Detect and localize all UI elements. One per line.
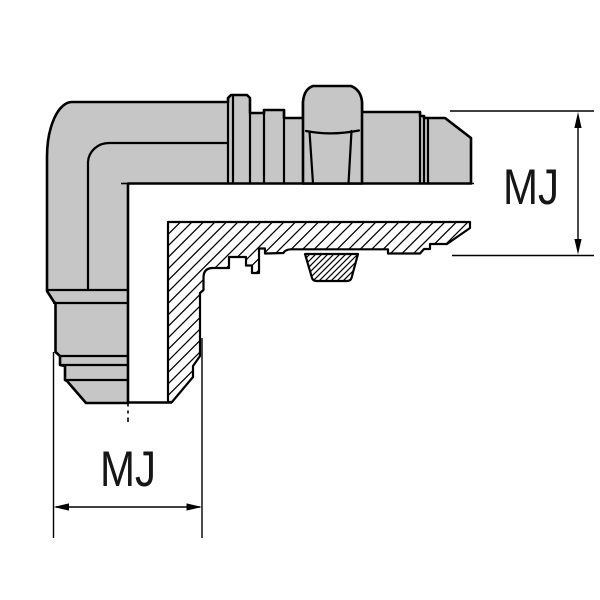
dimension-right: MJ (450, 110, 594, 257)
cross-section-wall (166, 220, 472, 404)
arrowhead-down (574, 239, 582, 255)
dim-label-bottom: MJ (100, 441, 156, 497)
locknut-hex-face-edge-right (347, 129, 353, 185)
elbow-inner-fillet-arc (86, 141, 111, 164)
arrowhead-up (574, 112, 582, 128)
fitting-external-view (45, 93, 473, 405)
dimension-bottom: MJ (52, 338, 203, 538)
arrowhead-right (186, 503, 202, 511)
locknut-cross-section (303, 252, 360, 283)
bulkhead-locknut (301, 84, 364, 185)
locknut-hex-face-edge-left (308, 130, 315, 185)
arrowhead-left (53, 503, 69, 511)
dim-label-right: MJ (503, 159, 559, 215)
locknut-silhouette (301, 84, 364, 185)
